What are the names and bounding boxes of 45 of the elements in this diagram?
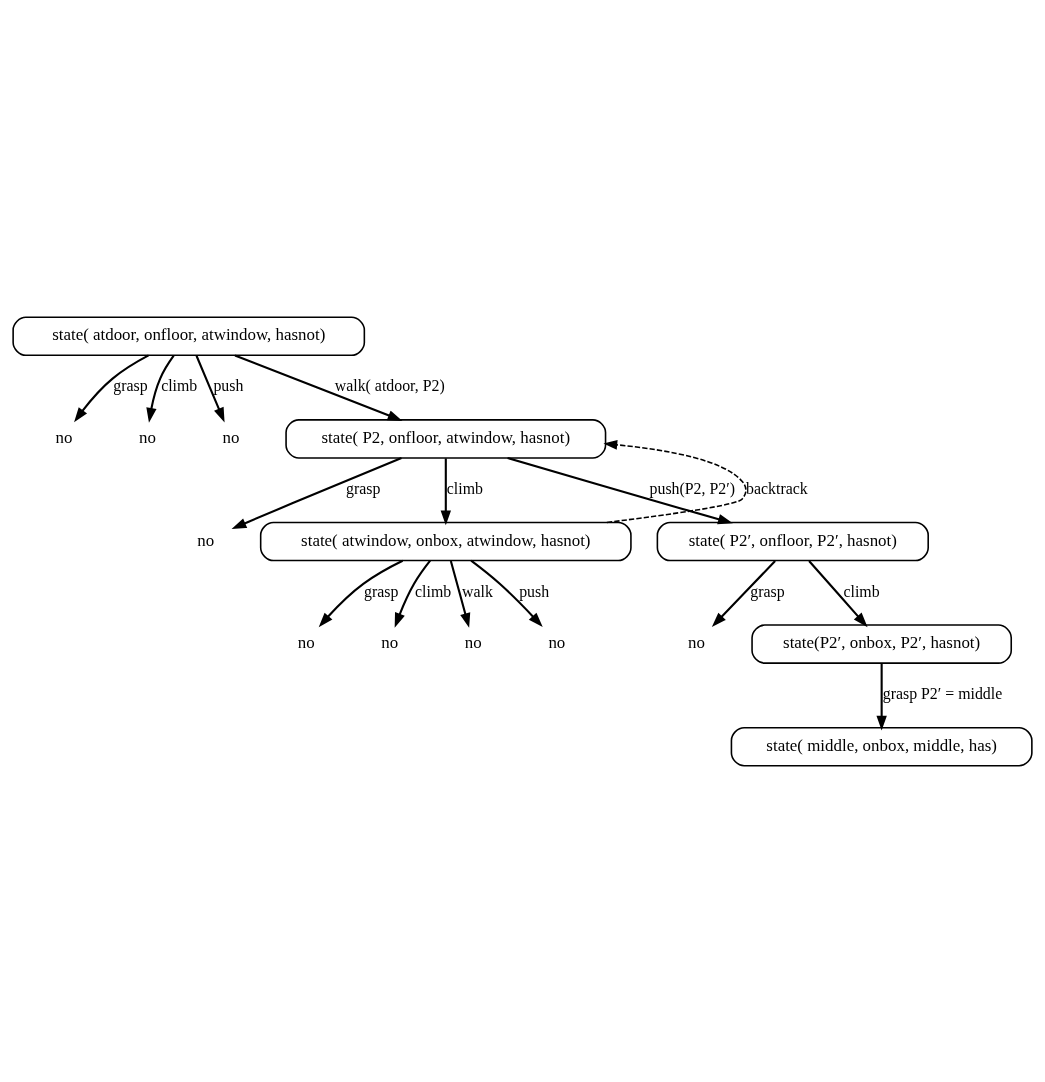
node-text: no <box>139 427 156 447</box>
arrow <box>808 559 868 627</box>
arrow <box>507 456 733 524</box>
edge-label: climb <box>843 582 880 600</box>
edge-label: push <box>213 376 244 394</box>
arrow <box>394 559 431 628</box>
node-text: no <box>548 632 566 652</box>
edge-label: grasp P2′ = middle <box>882 684 1003 702</box>
node-text: no <box>222 427 240 447</box>
arrow <box>603 439 747 523</box>
node-text: no <box>464 632 482 652</box>
edge-label: climb <box>415 582 452 600</box>
edge-label: grasp <box>113 376 148 394</box>
node-box: state( P2, onfloor, atwindow, hasnot) <box>285 418 607 459</box>
arrow <box>234 353 403 421</box>
edge-label: climb <box>446 479 483 497</box>
node-box: state( middle, onbox, middle, has) <box>730 726 1033 767</box>
edge-label: walk <box>462 582 493 600</box>
arrow <box>318 559 404 627</box>
edge-label: push <box>519 582 550 600</box>
edge-label: backtrack <box>746 479 808 497</box>
edge-label: grasp <box>364 582 399 600</box>
edge-label: climb <box>161 376 198 394</box>
node-text: no <box>688 632 705 652</box>
arrow <box>711 559 776 627</box>
arrow <box>195 354 225 422</box>
node-box: state( P2′, onfloor, P2′, hasnot) <box>656 521 929 561</box>
arrow <box>74 353 150 422</box>
node-text: no <box>381 632 399 652</box>
node-box: state( atwindow, onbox, atwindow, hasnot) <box>259 521 632 561</box>
edge-label: grasp <box>750 582 785 600</box>
arrow <box>470 559 543 627</box>
node-box: state( atdoor, onfloor, atwindow, hasnot) <box>12 315 366 356</box>
edge-label: push(P2, P2′) <box>649 479 736 497</box>
node-text: no <box>197 530 215 550</box>
node-text: no <box>297 632 315 652</box>
arrow <box>231 456 402 529</box>
arrow <box>440 457 451 525</box>
edge-label: grasp <box>346 479 381 497</box>
edge-label: walk( atdoor, P2) <box>334 376 445 394</box>
arrow <box>449 560 471 628</box>
node-text: no <box>55 427 73 447</box>
node-box: state(P2′, onbox, P2′, hasnot) <box>751 623 1013 664</box>
arrow <box>146 354 175 423</box>
arrow <box>876 663 887 731</box>
